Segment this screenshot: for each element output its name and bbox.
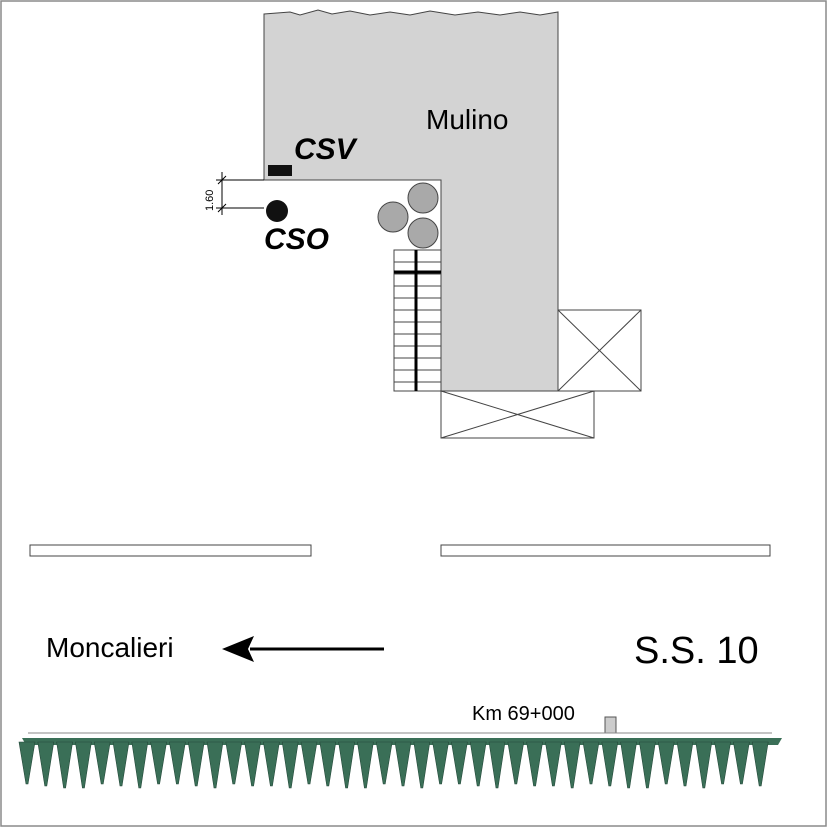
hedge-tooth bbox=[281, 741, 299, 789]
road-label: S.S. 10 bbox=[634, 630, 759, 672]
hedge-tooth bbox=[112, 741, 130, 787]
road-edge-right bbox=[440, 544, 771, 557]
building-label: Mulino bbox=[426, 104, 508, 135]
csv-label: CSV bbox=[294, 133, 359, 166]
hedge-tooth bbox=[93, 741, 111, 785]
hedge-tooth bbox=[338, 741, 355, 789]
hedge-tooth bbox=[319, 741, 337, 787]
hedge-tooth bbox=[639, 741, 656, 789]
road-edge-left bbox=[29, 544, 312, 557]
milestone-marker bbox=[604, 716, 617, 734]
hedge-tooth bbox=[733, 741, 750, 785]
hedge-tooth bbox=[451, 741, 468, 785]
hedge-tooth bbox=[18, 741, 36, 785]
hedge-tooth bbox=[225, 741, 243, 785]
hedge bbox=[18, 738, 782, 789]
hedge-tooth bbox=[695, 741, 713, 789]
hedge-tooth bbox=[150, 741, 167, 785]
hedge-tooth bbox=[563, 741, 581, 789]
hedge-tooth bbox=[244, 741, 261, 787]
cso-marker bbox=[266, 200, 288, 222]
hedge-tooth bbox=[526, 741, 543, 787]
hedge-tooth bbox=[676, 741, 694, 787]
hedge-tooth bbox=[488, 741, 506, 789]
hedge-tooth bbox=[187, 741, 205, 787]
dimension-label: 1.60 bbox=[204, 190, 216, 211]
hedge-tooth bbox=[657, 741, 675, 785]
cso-label: CSO bbox=[264, 223, 329, 256]
hedge-tooth bbox=[582, 741, 600, 785]
opening-right bbox=[557, 309, 642, 392]
hedge-tooth bbox=[620, 741, 637, 789]
silo bbox=[407, 217, 439, 249]
hedge-tooth bbox=[357, 741, 374, 789]
csv-marker bbox=[268, 165, 292, 176]
silo bbox=[377, 201, 409, 233]
hedge-tooth bbox=[601, 741, 619, 787]
silos bbox=[377, 182, 439, 249]
milestone-label: Km 69+000 bbox=[472, 703, 575, 725]
hedge-tooth bbox=[432, 741, 449, 785]
hedge-tooth bbox=[131, 741, 149, 789]
hedge-tooth bbox=[169, 741, 186, 785]
opening-bottom bbox=[440, 390, 595, 439]
hedge-tooth bbox=[751, 741, 769, 787]
dimension-line bbox=[216, 172, 264, 215]
hedge-tooth bbox=[375, 741, 393, 785]
hedge-tooth bbox=[37, 741, 55, 787]
hedge-tooth bbox=[263, 741, 280, 787]
hedge-tooth bbox=[469, 741, 487, 787]
hedge-tooth bbox=[507, 741, 525, 785]
hedge-tooth bbox=[300, 741, 318, 785]
hedge-tooth bbox=[394, 741, 412, 787]
hedge-tooth bbox=[56, 741, 73, 789]
hedge-tooth bbox=[75, 741, 92, 789]
direction-label: Moncalieri bbox=[46, 632, 174, 663]
hedge-tooth bbox=[413, 741, 431, 789]
hedge-tooth bbox=[545, 741, 562, 787]
hedge-tooth bbox=[206, 741, 224, 789]
silo bbox=[407, 182, 439, 214]
hedge-tooth bbox=[714, 741, 731, 785]
direction-arrow bbox=[222, 636, 384, 662]
